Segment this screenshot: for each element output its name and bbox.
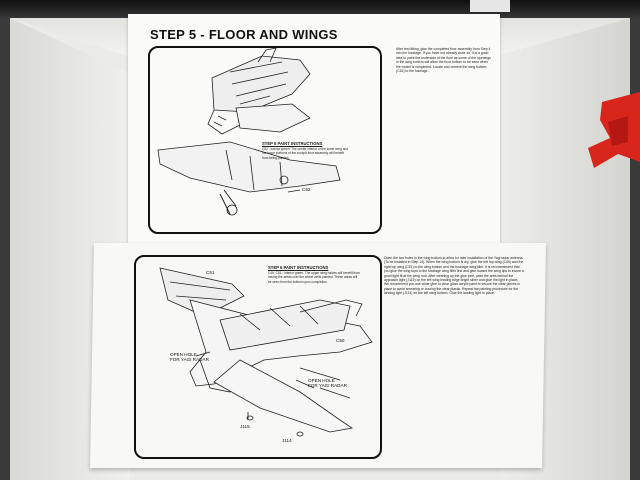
red-clip	[588, 92, 640, 168]
fuselage-drawing	[207, 47, 311, 135]
airplane-drawing	[159, 267, 373, 437]
label-open-hole-left: OPEN HOLE FOR YAGI RADAR	[170, 352, 209, 363]
instruction-sheet-top	[128, 14, 500, 250]
label-open-hole-right: OPEN HOLE FOR YAGI RADAR	[308, 378, 347, 389]
label-c52: C52	[302, 187, 311, 192]
diagram-frame-top	[148, 46, 382, 234]
top-paint-instructions: STEP 5 PAINT INSTRUCTIONS C52 - interior…	[262, 141, 350, 160]
bottom-instructions: Open the two holes in the wing bottom to…	[384, 256, 524, 296]
label-c50: C50	[336, 338, 345, 343]
bottom-paint-text: C46, C51 - interior green. The upper win…	[268, 271, 360, 284]
top-paint-text: C52 - interior green. The center interio…	[262, 147, 349, 160]
bottom-paint-instructions: STEP 6 PAINT INSTRUCTIONS C46, C51 - int…	[268, 265, 360, 284]
wing-bottom-drawing	[157, 141, 341, 216]
label-j115: J115	[240, 424, 250, 429]
diagram-frame-bottom	[134, 255, 382, 459]
top-instructions: After test fitting, glue the completed f…	[396, 47, 491, 74]
label-c51: C51	[206, 270, 215, 275]
bottom-paint-heading: STEP 6 PAINT INSTRUCTIONS	[268, 265, 329, 270]
leader-lines	[287, 189, 301, 193]
paper-scrap	[470, 0, 510, 12]
step-title: STEP 5 - FLOOR AND WINGS	[150, 27, 338, 42]
top-paint-heading: STEP 5 PAINT INSTRUCTIONS	[262, 141, 323, 146]
label-j114: J114	[282, 438, 292, 443]
